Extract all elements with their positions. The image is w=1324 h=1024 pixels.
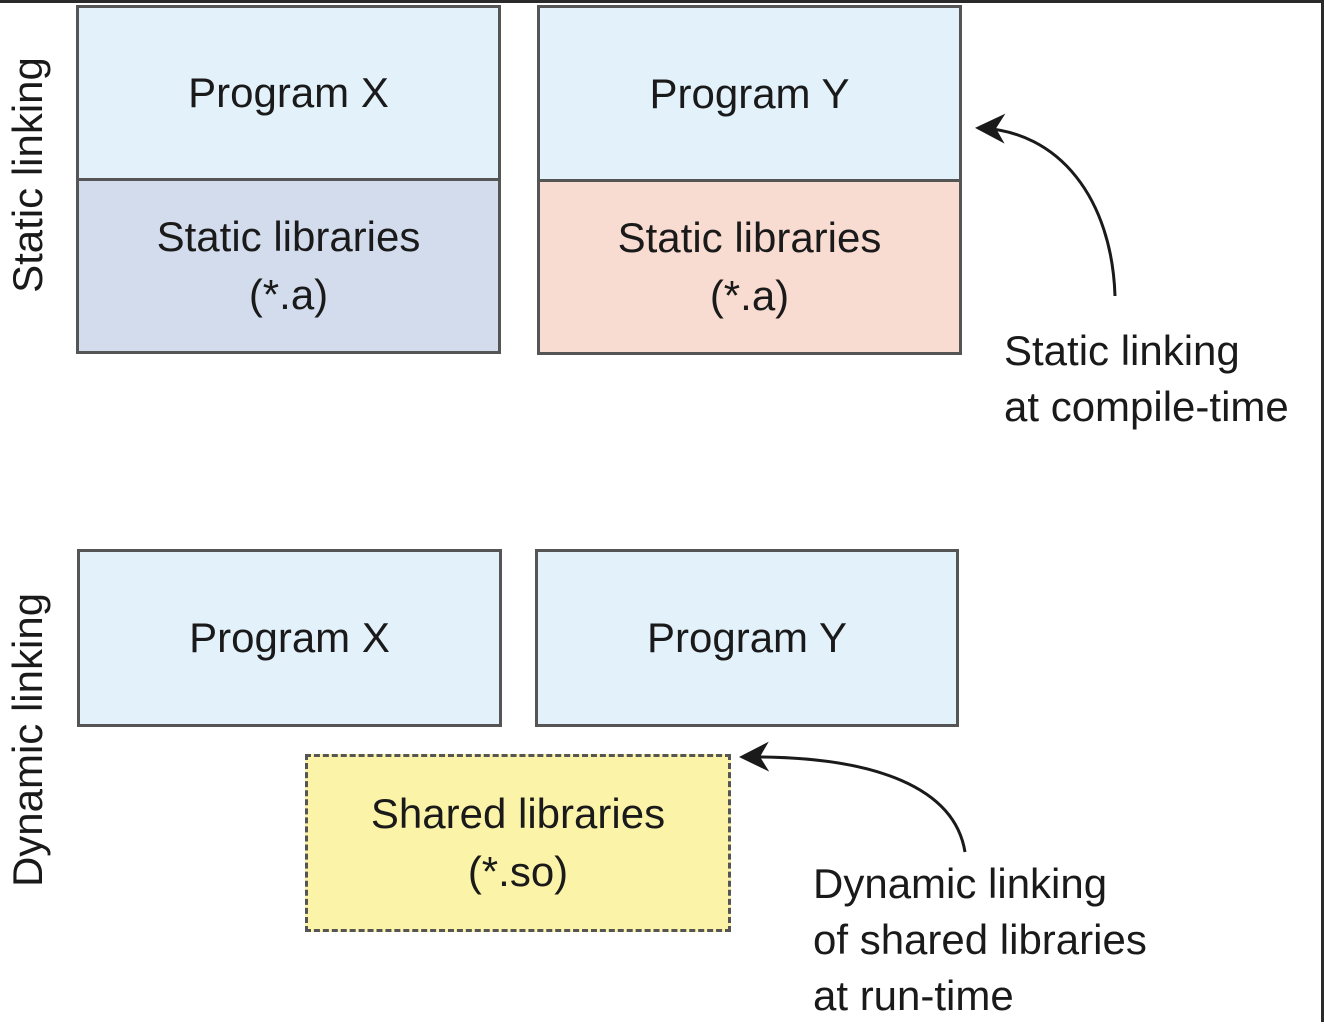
dynamic-note-line-3: at run-time — [813, 972, 1014, 1019]
static-linking-arrow — [975, 113, 1117, 297]
dynamic-note-line-1: Dynamic linking — [813, 860, 1108, 907]
static-libraries-y-label: Static libraries — [617, 214, 882, 261]
static-libraries-x-box: Static libraries (*.a) — [76, 178, 501, 354]
static-program-x-label: Program X — [188, 69, 389, 116]
static-libraries-y-extension: (*.a) — [709, 272, 790, 319]
shared-libraries-extension: (*.so) — [467, 848, 569, 895]
dynamic-program-x-label: Program X — [189, 614, 390, 661]
static-linking-note: Static linking at compile-time — [1004, 323, 1289, 435]
dynamic-note-line-2: of shared libraries — [813, 916, 1147, 963]
dynamic-linking-arrow — [739, 741, 967, 853]
dynamic-program-y-box: Program Y — [535, 549, 959, 727]
shared-libraries-label: Shared libraries — [370, 790, 666, 837]
static-note-line-2: at compile-time — [1004, 383, 1289, 430]
dynamic-linking-note: Dynamic linking of shared libraries at r… — [813, 856, 1147, 1024]
static-libraries-y-box: Static libraries (*.a) — [537, 179, 962, 355]
static-program-y-label: Program Y — [649, 70, 850, 117]
static-note-line-1: Static linking — [1004, 327, 1240, 374]
shared-libraries-box: Shared libraries (*.so) — [305, 754, 731, 932]
dynamic-program-y-label: Program Y — [647, 614, 847, 661]
static-libraries-x-extension: (*.a) — [248, 271, 329, 318]
static-program-y-box: Program Y — [537, 5, 962, 183]
static-libraries-x-label: Static libraries — [156, 213, 421, 260]
dynamic-program-x-box: Program X — [77, 549, 502, 727]
